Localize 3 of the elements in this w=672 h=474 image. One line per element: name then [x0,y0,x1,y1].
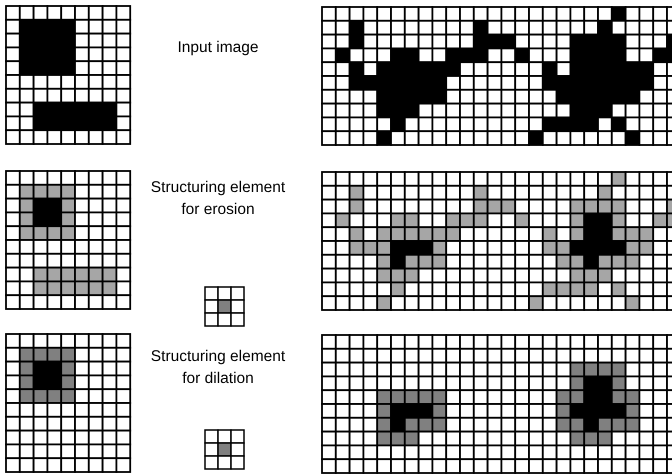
caption-text: Structuring element for dilation [150,347,286,389]
caption-text: Input image [176,38,260,58]
caption-text: Structuring element for erosion [150,178,286,220]
